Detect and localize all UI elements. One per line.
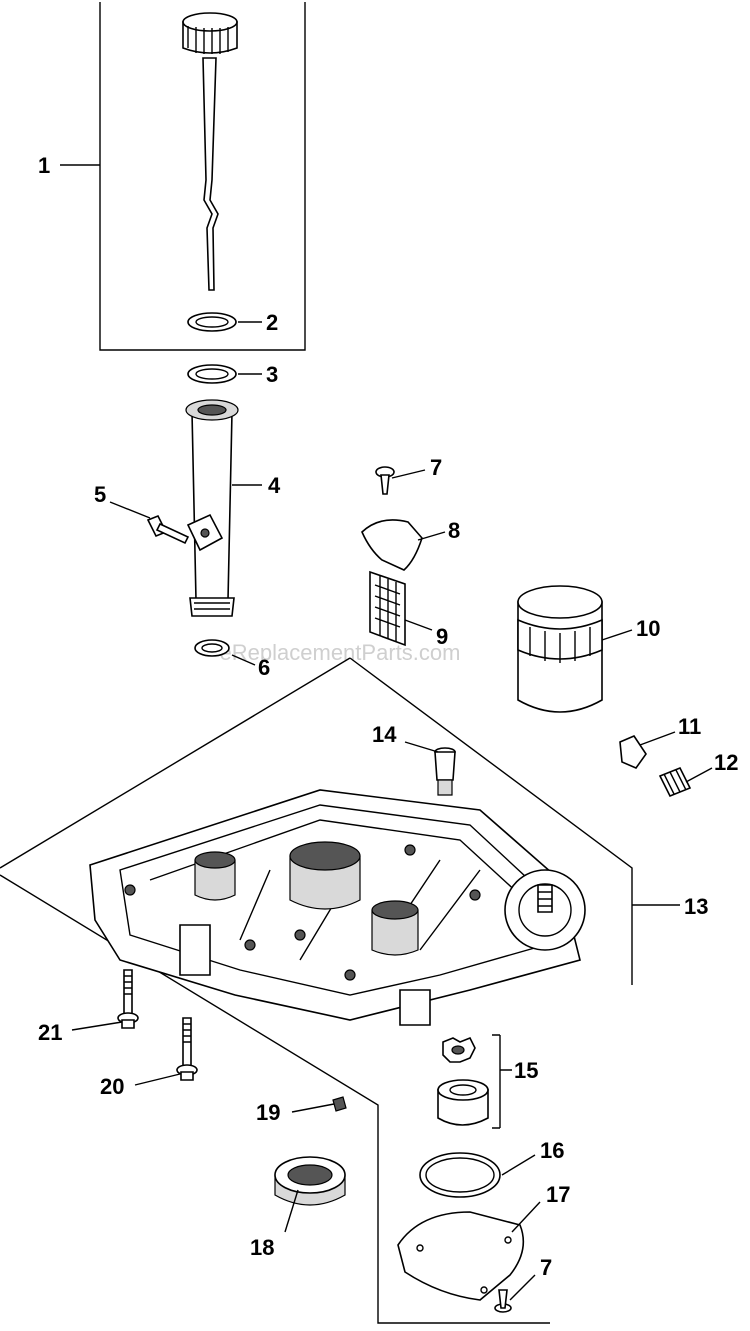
pump-gears-15-part	[437, 1036, 489, 1126]
bolt-20-part	[176, 1017, 198, 1081]
o-ring-2-part	[187, 312, 237, 332]
o-ring-6-part	[194, 639, 230, 657]
callout-10: 10	[636, 616, 660, 641]
cover-17-part	[397, 1211, 525, 1301]
watermark-text: eReplacementParts.com	[220, 640, 461, 665]
callout-2: 2	[266, 310, 278, 335]
callout-4: 4	[268, 473, 281, 498]
callout-1: 1	[38, 153, 50, 178]
oil-filter-10-part	[517, 585, 603, 713]
bolt-7-top-part	[375, 466, 395, 495]
nipple-12-part	[658, 766, 692, 798]
callout-12: 12	[714, 750, 738, 775]
callout-7-top: 7	[430, 455, 442, 480]
o-ring-3-part	[187, 364, 237, 384]
callout-8: 8	[448, 518, 460, 543]
callout-19: 19	[256, 1100, 280, 1125]
callout-3: 3	[266, 362, 278, 387]
callout-18: 18	[250, 1235, 274, 1260]
callout-6: 6	[258, 655, 270, 680]
plug-19-part	[332, 1096, 347, 1112]
group-line-oil-pan	[349, 657, 633, 985]
bolt-21-part	[117, 969, 139, 1029]
callout-9: 9	[436, 624, 448, 649]
callout-17: 17	[546, 1182, 570, 1207]
callout-5: 5	[94, 482, 106, 507]
callout-13: 13	[684, 894, 708, 919]
callout-11: 11	[678, 714, 701, 739]
screen-9-part	[369, 570, 406, 647]
callout-15: 15	[514, 1058, 538, 1083]
group-bracket-15	[492, 1034, 512, 1129]
cap-11-part	[619, 735, 647, 769]
bolt-7-bottom-part	[494, 1289, 512, 1313]
callout-14: 14	[372, 722, 397, 747]
leader-lines	[60, 164, 713, 1301]
callout-16: 16	[540, 1138, 564, 1163]
o-ring-16-part	[419, 1152, 501, 1198]
dipstick-part	[182, 12, 238, 291]
pin-14-part	[434, 747, 456, 796]
callout-20: 20	[100, 1074, 124, 1099]
callout-21: 21	[38, 1020, 62, 1045]
seal-18-part	[274, 1156, 346, 1206]
oil-pan-13-part	[89, 789, 586, 1026]
dipstick-tube-part	[185, 399, 239, 617]
baffle-8-part	[361, 519, 423, 571]
callout-7-bottom: 7	[540, 1255, 552, 1280]
group-box-dipstick	[99, 2, 306, 351]
bolt-5-part	[146, 514, 190, 545]
